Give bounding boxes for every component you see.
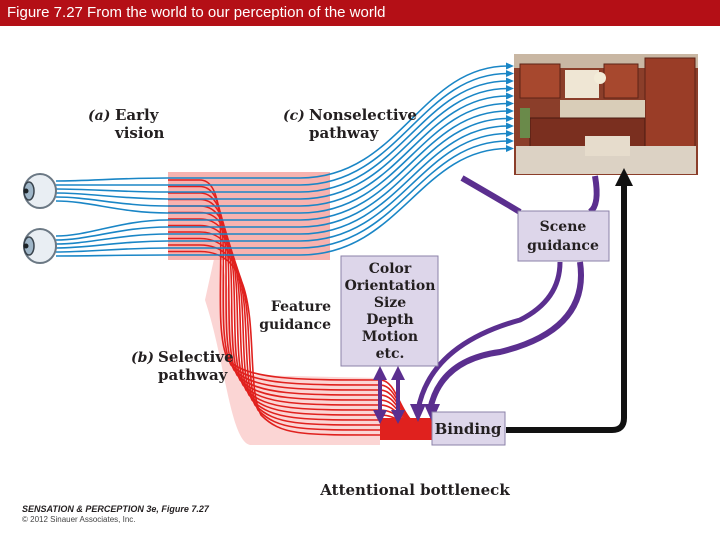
credit-line: SENSATION & PERCEPTION 3e, Figure 7.27 (22, 504, 210, 514)
arrowhead-icon (506, 145, 514, 152)
arrowhead-icon (506, 62, 514, 70)
fiber-line (55, 200, 169, 214)
feature-depth-label: Depth (366, 312, 413, 328)
early-vision-marker: (a) (88, 108, 110, 124)
feature-guidance-label: guidance (259, 317, 331, 333)
feature-color-label: Color (369, 261, 412, 277)
fiber-line (55, 192, 169, 200)
selective-marker: (b) (131, 350, 154, 366)
fiber-line (55, 188, 169, 193)
kitchen-scene-image (514, 54, 698, 175)
selective-band (205, 250, 380, 445)
feature-etc-label: etc. (376, 346, 405, 362)
arrowhead-icon (615, 168, 633, 186)
scene-guidance-to-binding-arrow (415, 261, 563, 411)
fiber-line (168, 65, 509, 179)
fiber-line (55, 240, 169, 249)
nonselective-pathway-label: pathway (309, 124, 380, 142)
fiber-line (168, 80, 509, 193)
arrowhead-icon (506, 137, 514, 145)
fiber-line (55, 254, 169, 257)
fiber-line (55, 219, 169, 237)
fiber-line (168, 102, 509, 214)
nonselective-pathway-label: Nonselective (309, 106, 417, 124)
fiber-line (55, 247, 169, 253)
arrowhead-icon (506, 100, 514, 107)
nonselective-marker: (c) (283, 108, 305, 124)
fiber-line (168, 87, 509, 200)
fiber-line (168, 117, 509, 228)
fiber-line (168, 125, 509, 235)
fiber-line (55, 233, 169, 245)
feature-guidance-label: Feature (271, 299, 331, 315)
feature-guidance-arrows (373, 366, 405, 424)
early-vision-label: Early (115, 106, 160, 124)
arrowhead-icon (410, 404, 426, 422)
arrowhead-icon (506, 107, 514, 115)
eye-icon (23, 228, 57, 264)
scene-guidance-arrow (460, 175, 522, 215)
fiber-line (168, 132, 509, 242)
selective-pathway-label: pathway (158, 366, 229, 384)
fiber-line (55, 177, 169, 182)
fiber-line (168, 95, 509, 207)
scene-guidance-to-binding-arrow (427, 261, 584, 411)
selective-pathway-label: Selective (158, 348, 234, 366)
fiber-line (168, 140, 509, 249)
fiber-line (168, 185, 429, 429)
fiber-line (168, 72, 509, 186)
binding-label: Binding (435, 420, 502, 438)
feature-size-label: Size (374, 295, 406, 311)
arrowhead-icon (506, 70, 514, 77)
copyright-line: © 2012 Sinauer Associates, Inc. (22, 515, 136, 524)
attentional-bottleneck-label: Attentional bottleneck (319, 481, 510, 499)
arrowhead-icon (506, 130, 514, 137)
slide-title: Figure 7.27 From the world to our percep… (0, 0, 720, 26)
arrowhead-icon (506, 77, 514, 85)
feature-motion-label: Motion (362, 329, 418, 345)
feedback-arrow (506, 182, 627, 433)
arrowhead-icon (506, 92, 514, 100)
bottleneck-funnel (380, 418, 432, 440)
feature-orientation-label: Orientation (345, 278, 436, 294)
binding-box (431, 411, 506, 446)
scene-guidance-arrow (587, 175, 600, 215)
scene-guidance-box (517, 210, 610, 262)
arrowhead-icon (506, 85, 514, 92)
eye-icon (23, 173, 57, 209)
early-vision-fibers (55, 177, 169, 257)
scene-guidance-label: Scene (540, 219, 587, 235)
fiber-line (55, 226, 169, 241)
feature-dimensions-box (340, 255, 439, 367)
fiber-line (55, 196, 169, 207)
selective-pathway-fibers (168, 179, 432, 445)
scene-guidance-label: guidance (527, 238, 599, 254)
fiber-line (168, 147, 509, 256)
arrowhead-icon (506, 122, 514, 130)
fiber-line (168, 110, 509, 221)
early-vision-label: vision (114, 124, 165, 142)
arrowhead-icon (506, 115, 514, 122)
nonselective-pathway-fibers (168, 62, 514, 256)
